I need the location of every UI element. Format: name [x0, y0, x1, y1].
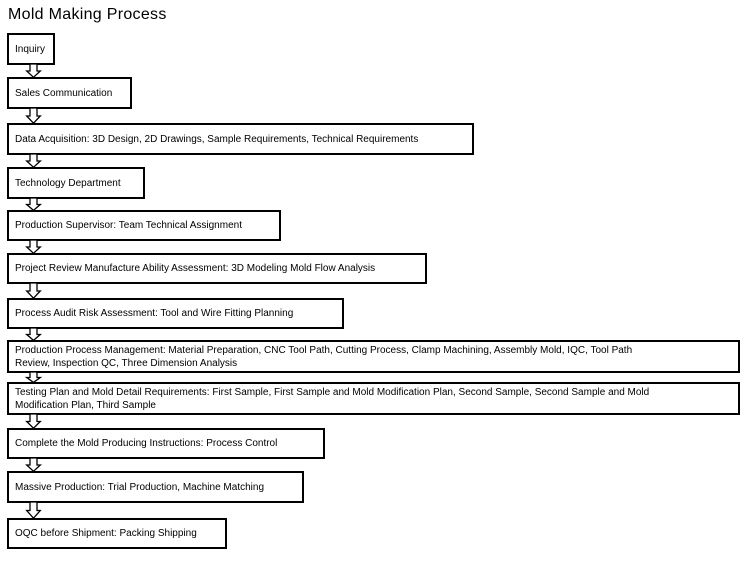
page-title: Mold Making Process	[8, 6, 167, 23]
flow-step-sales-communication: Sales Communication	[7, 77, 132, 109]
flow-step-production-supervisor: Production Supervisor: Team Technical As…	[7, 210, 281, 241]
down-arrow-icon	[26, 64, 41, 78]
flow-step-inquiry: Inquiry	[7, 33, 55, 65]
down-arrow-icon	[26, 502, 41, 519]
flow-step-technology-department: Technology Department	[7, 167, 145, 199]
flow-step-oqc-shipment: OQC before Shipment: Packing Shipping	[7, 518, 227, 549]
flow-step-process-audit: Process Audit Risk Assessment: Tool and …	[7, 298, 344, 329]
down-arrow-icon	[26, 108, 41, 124]
down-arrow-icon	[26, 198, 41, 211]
flow-step-testing-plan: Testing Plan and Mold Detail Requirement…	[7, 382, 740, 415]
flow-step-producing-instructions: Complete the Mold Producing Instructions…	[7, 428, 325, 459]
down-arrow-icon	[26, 154, 41, 168]
down-arrow-icon	[26, 283, 41, 299]
down-arrow-icon	[26, 414, 41, 429]
down-arrow-icon	[26, 372, 41, 383]
flow-step-project-review: Project Review Manufacture Ability Asses…	[7, 253, 427, 284]
down-arrow-icon	[26, 458, 41, 472]
down-arrow-icon	[26, 240, 41, 254]
down-arrow-icon	[26, 328, 41, 341]
flow-step-data-acquisition: Data Acquisition: 3D Design, 2D Drawings…	[7, 123, 474, 155]
flow-step-massive-production: Massive Production: Trial Production, Ma…	[7, 471, 304, 503]
flow-step-production-process-management: Production Process Management: Material …	[7, 340, 740, 373]
